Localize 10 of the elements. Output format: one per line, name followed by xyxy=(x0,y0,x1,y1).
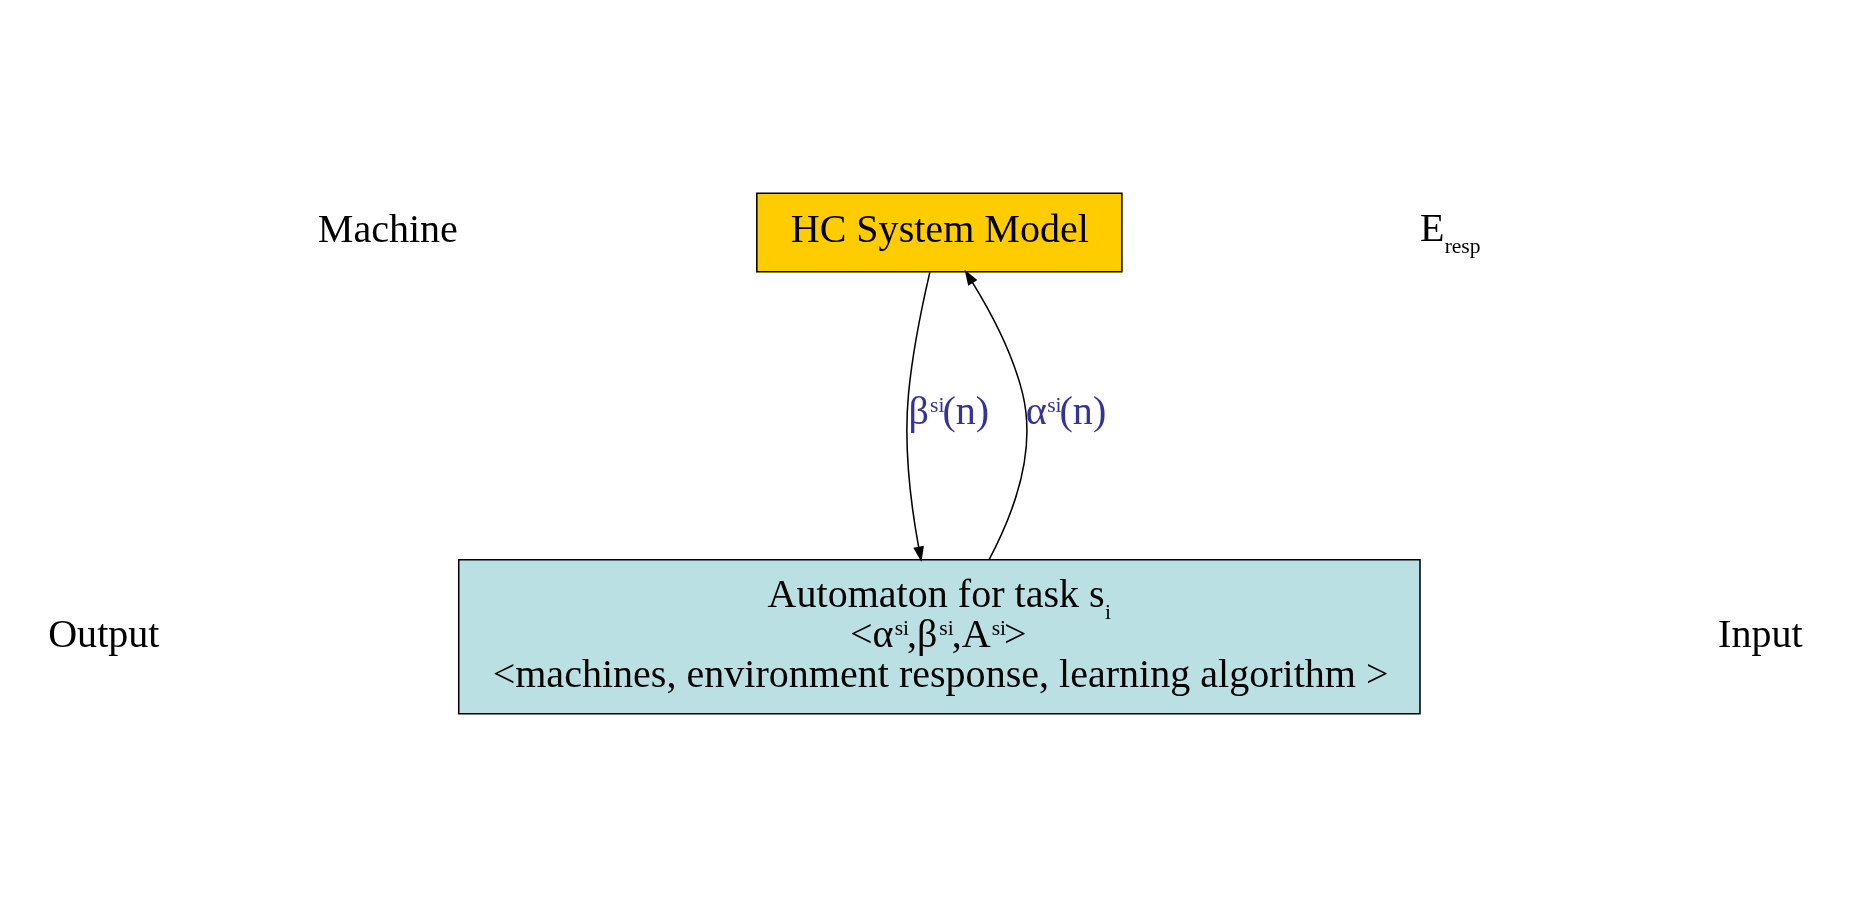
label: Input xyxy=(1718,610,1803,656)
label: E$_{resp}$ xyxy=(1419,204,1481,258)
edge-label: α$^{si}$(n) xyxy=(1025,387,1107,433)
label: Output xyxy=(48,610,160,656)
label: Machine xyxy=(317,206,458,252)
edge-label: β$^{si}$(n) xyxy=(908,387,990,433)
arrow xyxy=(906,271,931,562)
node-box: HC System Model xyxy=(756,192,1123,273)
node-box: Automaton for task s$_{i}$ <α$^{si}$,β$^{si}$,A$^{si}$> <machines, environment response, learning algorithm > xyxy=(457,559,1421,715)
arrow xyxy=(964,269,1028,561)
